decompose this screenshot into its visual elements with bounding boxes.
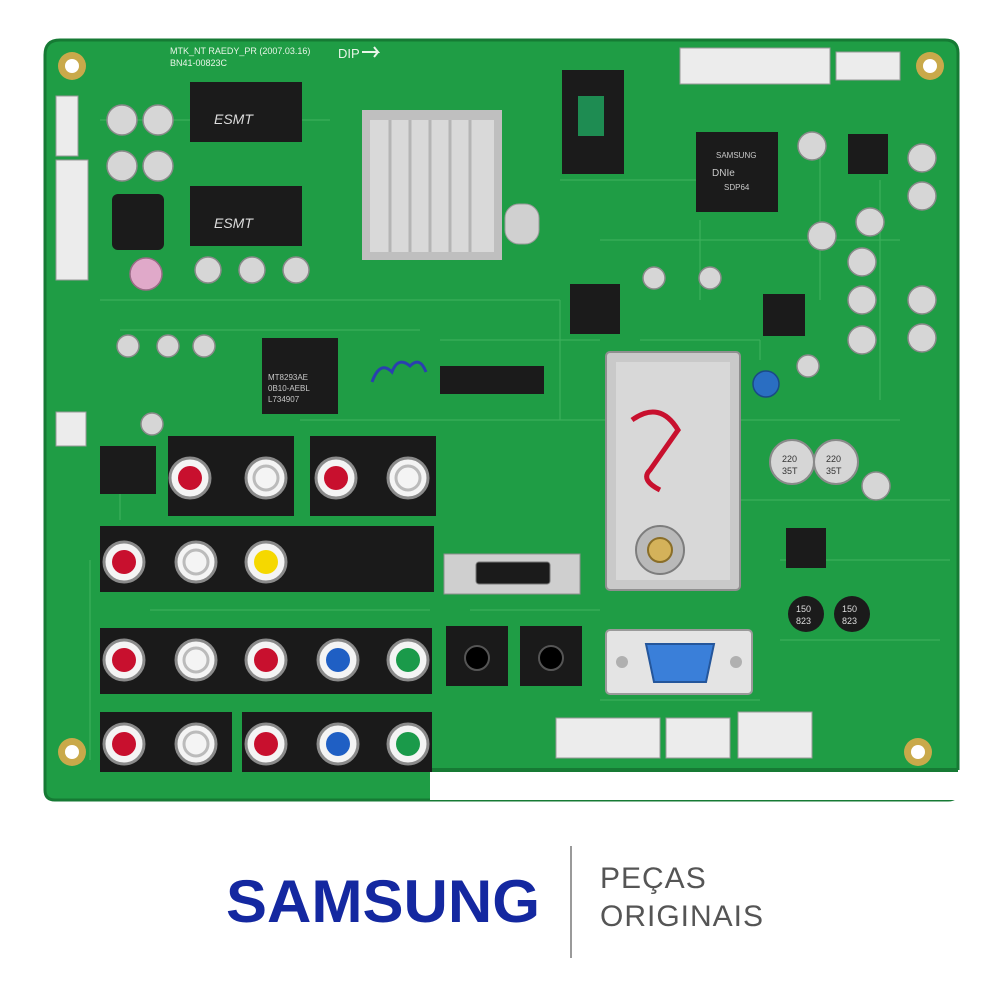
bottom-connector-1: [555, 717, 661, 759]
svg-text:823: 823: [842, 616, 857, 626]
dnie-chip-code: SDP64: [724, 183, 750, 192]
memory-chip-1-label: ESMT: [214, 111, 254, 127]
samsung-logo-text: SAMSUNG: [226, 868, 540, 930]
top-connector-large: [679, 47, 831, 85]
large-capacitors: 220 35T 220 35T 150 823 150 823: [769, 439, 870, 632]
capacitors: [106, 104, 937, 501]
blue-trimmer: [752, 370, 780, 398]
left-connector-main: [55, 159, 89, 281]
cap-label-3: 150: [796, 604, 811, 614]
dip-arrow-icon: [362, 46, 381, 58]
ribbon-connector: [440, 366, 544, 394]
pink-capacitor: [129, 257, 163, 291]
left-connector-small: [55, 411, 87, 447]
small-chip-2: [763, 294, 805, 336]
rca-jacks: [102, 456, 430, 766]
small-chip-1: [570, 284, 620, 334]
pcb-photo: MTK_NT RAEDY_PR (2007.03.16) BN41-00823C…: [43, 38, 970, 802]
tagline: PEÇAS ORIGINAIS: [600, 860, 764, 936]
brand-divider: [570, 846, 572, 958]
hdmi-port: [443, 553, 581, 595]
cap-label-1: 220: [782, 454, 797, 464]
heatsink: [362, 110, 502, 260]
cap-label-2: 35T: [782, 466, 798, 476]
top-connector-small: [835, 51, 901, 81]
svg-text:150: 150: [842, 604, 857, 614]
left-connector-top: [55, 95, 79, 157]
board-part-text: BN41-00823C: [170, 58, 228, 68]
memory-chip-2: ESMT: [190, 186, 302, 246]
dip-label: DIP: [338, 46, 360, 61]
main-chip-line1: MT8293AE: [268, 373, 308, 382]
crystal-oscillator: [504, 203, 540, 245]
svg-text:35T: 35T: [826, 466, 842, 476]
vga-port: [605, 629, 753, 695]
mounting-holes: [58, 52, 944, 766]
regulator: [848, 134, 888, 174]
small-chip-4: [100, 446, 156, 494]
board-notch-edge: [430, 768, 958, 772]
tv-tuner: [605, 351, 741, 591]
svg-text:220: 220: [826, 454, 841, 464]
handwritten-mark: [370, 360, 428, 383]
board-header-text: MTK_NT RAEDY_PR (2007.03.16): [170, 46, 310, 56]
small-chip-3: [786, 528, 826, 568]
main-chip-line3: L734907: [268, 395, 300, 404]
samsung-logo: SAMSUNG: [226, 868, 540, 930]
cap-label-4: 823: [796, 616, 811, 626]
dnie-chip-model: DNIe: [712, 168, 735, 179]
memory-chip-1: ESMT: [190, 82, 302, 142]
tagline-line1: PEÇAS: [600, 862, 707, 895]
dnie-chip-brand: SAMSUNG: [716, 151, 756, 160]
flash-chip-sticker: [578, 96, 604, 136]
dnie-chip: SAMSUNG DNIe SDP64: [696, 132, 778, 212]
tagline-line2: ORIGINAIS: [600, 900, 765, 933]
inductor: [112, 194, 164, 250]
bottom-connector-2: [665, 717, 731, 759]
main-processor-chip: MT8293AE 0B10-AEBL L734907: [262, 338, 338, 414]
board-notch: [430, 770, 970, 800]
main-chip-line2: 0B10-AEBL: [268, 384, 310, 393]
memory-chip-2-label: ESMT: [214, 215, 254, 231]
bottom-connector-3: [737, 711, 813, 759]
